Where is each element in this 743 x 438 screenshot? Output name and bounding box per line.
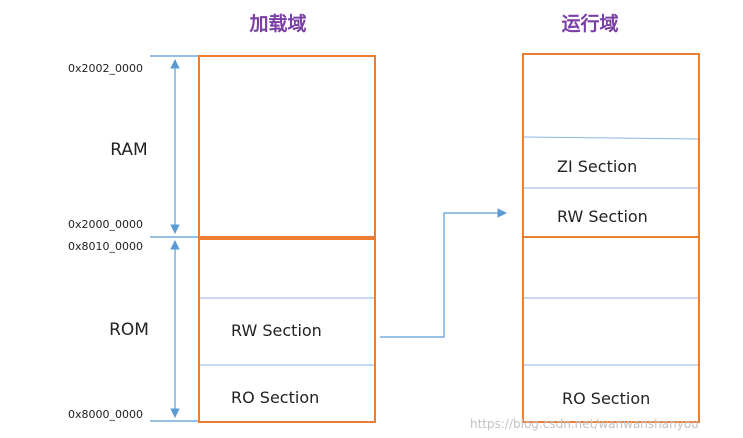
addr-ram-top: 0x2002_0000	[68, 62, 143, 75]
watermark: https://blog.csdn.net/wanwanshanyou	[470, 417, 699, 431]
run-rw-section-label: RW Section	[557, 207, 648, 226]
addr-rom-top: 0x8010_0000	[68, 240, 143, 253]
addr-ram-bottom: 0x2000_0000	[68, 218, 143, 231]
run-zi-section-label: ZI Section	[557, 157, 637, 176]
load-rw-section-label: RW Section	[231, 321, 322, 340]
addr-rom-bottom: 0x8000_0000	[68, 408, 143, 421]
run-domain-title: 运行域	[561, 12, 618, 35]
run-ro-section-label: RO Section	[562, 389, 650, 408]
copy-arrow	[380, 208, 507, 338]
rom-label: ROM	[109, 320, 149, 340]
load-domain-title: 加载域	[248, 12, 306, 35]
ram-label: RAM	[110, 140, 147, 160]
run-ram-divider-1	[523, 136, 699, 140]
run-rom-box	[522, 236, 700, 423]
load-rom-box	[198, 238, 376, 423]
load-ro-section-label: RO Section	[231, 388, 319, 407]
load-ram-box	[198, 55, 376, 238]
